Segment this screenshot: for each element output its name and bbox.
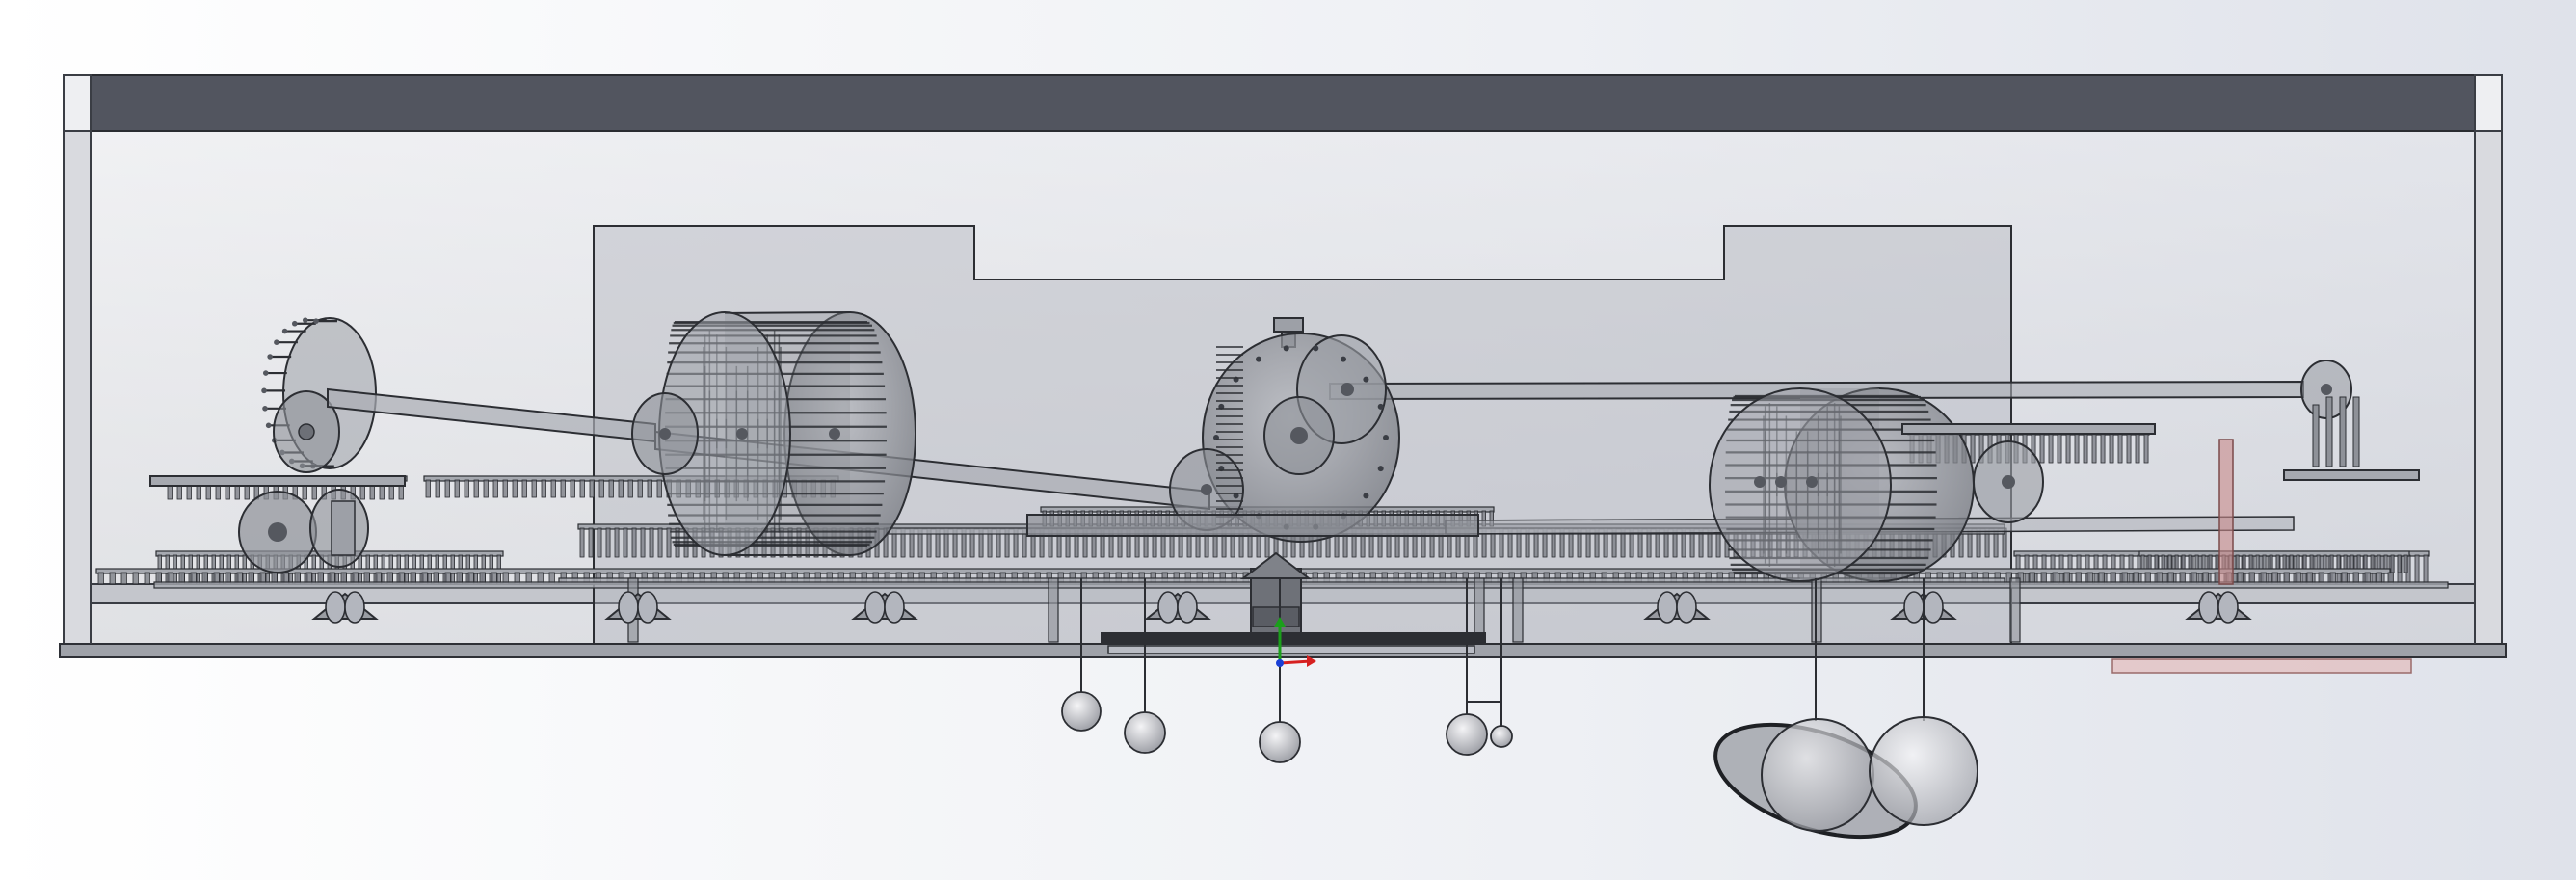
center-drive-gear-rack bbox=[1101, 632, 1486, 644]
upright bbox=[2009, 577, 2021, 643]
right-upper-shelf bbox=[1901, 423, 2156, 435]
frame-top-bar bbox=[63, 74, 2503, 132]
bolt-hole bbox=[1383, 435, 1389, 440]
bolt-hole bbox=[1233, 493, 1239, 499]
bolt-hole bbox=[1363, 493, 1369, 499]
base-feet bbox=[311, 591, 2252, 624]
left-pinwheel-assembly bbox=[149, 317, 406, 573]
foot bbox=[1643, 591, 1711, 624]
pendulum-bob bbox=[1061, 691, 1102, 732]
pin-head bbox=[302, 317, 308, 323]
pin-head bbox=[281, 328, 288, 334]
left-shelf bbox=[149, 475, 406, 487]
pendulum-arm bbox=[1466, 675, 1502, 727]
lens-discs bbox=[1713, 716, 1978, 840]
pin-head bbox=[267, 354, 273, 360]
foot bbox=[851, 591, 918, 624]
pin-head bbox=[261, 387, 267, 394]
pin-head bbox=[265, 422, 272, 429]
right-end-shelf bbox=[2283, 469, 2420, 481]
pendulum-bob bbox=[1259, 721, 1301, 763]
foot bbox=[604, 591, 672, 624]
frame-left-post bbox=[63, 74, 92, 649]
hanging-pendulums bbox=[1061, 578, 1925, 763]
comb-rail bbox=[2138, 550, 2410, 573]
pendulum-bob bbox=[1446, 713, 1488, 756]
foot bbox=[1144, 591, 1211, 624]
bolt-hole bbox=[1377, 403, 1384, 410]
center-drive-housing bbox=[1250, 568, 1302, 643]
foot bbox=[2185, 591, 2252, 624]
pendulum bbox=[1124, 578, 1166, 754]
pendulum-bob bbox=[1490, 725, 1513, 748]
pendulum bbox=[1061, 578, 1102, 732]
upright bbox=[1512, 577, 1524, 643]
bolt-hole bbox=[1283, 345, 1289, 352]
bolt-hole bbox=[1377, 466, 1384, 472]
origin-triad bbox=[1274, 617, 1316, 667]
copper-base-plate bbox=[2111, 658, 2412, 674]
right-small-pinwheel-assembly bbox=[2111, 360, 2420, 674]
center-gear-assembly bbox=[1026, 317, 1486, 654]
bolt-hole bbox=[1313, 345, 1319, 352]
bolt-hole bbox=[1363, 376, 1369, 383]
copper-post bbox=[2218, 439, 2234, 585]
pendulum-bob bbox=[1124, 711, 1166, 754]
foot bbox=[311, 591, 379, 624]
pin-head bbox=[274, 339, 279, 346]
bolt-hole bbox=[1341, 356, 1346, 362]
frame-right-post bbox=[2474, 74, 2503, 649]
upright bbox=[1048, 577, 1059, 643]
right-drum-assembly bbox=[1709, 387, 2156, 582]
pin-head bbox=[291, 320, 298, 327]
pin-head bbox=[262, 406, 268, 412]
left-drum-assembly bbox=[631, 311, 916, 556]
pin-head bbox=[262, 370, 269, 376]
pin-head bbox=[313, 318, 319, 324]
center-gear-shelf bbox=[1026, 514, 1479, 537]
right-drum-front bbox=[1709, 387, 1892, 582]
bolt-hole bbox=[1256, 356, 1261, 362]
